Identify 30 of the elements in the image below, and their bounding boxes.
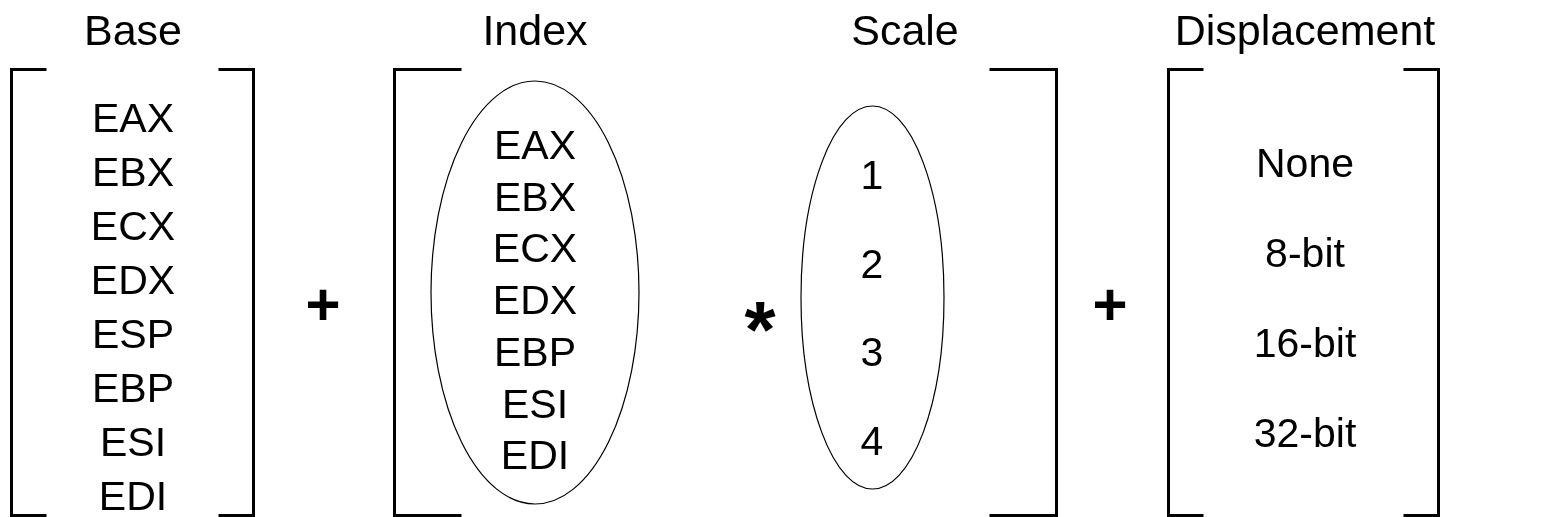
column-heading: Displacement (1174, 8, 1436, 52)
displacement-size: 16-bit (1253, 322, 1357, 364)
register-name: ESI (501, 383, 569, 424)
column-heading: Base (84, 8, 182, 52)
register-name: EAX (92, 97, 174, 139)
displacement-size: 8-bit (1265, 232, 1345, 274)
register-name: EDI (500, 434, 570, 476)
register-name: ESP (92, 313, 174, 355)
column-heading: Index (482, 8, 588, 52)
scale-factor: 3 (860, 331, 884, 373)
register-name: EBX (92, 151, 174, 193)
register-name: ESI (99, 421, 167, 463)
register-name: EBP (494, 331, 576, 373)
register-name: EBX (494, 176, 576, 218)
displacement-size: None (1256, 142, 1354, 184)
register-name: ECX (90, 205, 176, 247)
scale-factor: 1 (860, 154, 884, 196)
register-name: EAX (494, 124, 576, 166)
plus-sign: + (1092, 275, 1128, 335)
register-name: EDX (492, 279, 578, 321)
scale-factor: 2 (860, 243, 884, 284)
multiply-sign: * (744, 290, 776, 370)
scale-factor: 4 (860, 420, 884, 461)
plus-sign: + (305, 275, 341, 335)
register-name: EDI (98, 475, 168, 517)
register-name: ECX (492, 227, 578, 269)
register-name: EDX (90, 259, 176, 301)
column-heading: Scale (851, 8, 959, 52)
register-name: EBP (92, 367, 174, 409)
displacement-size: 32-bit (1253, 412, 1357, 454)
